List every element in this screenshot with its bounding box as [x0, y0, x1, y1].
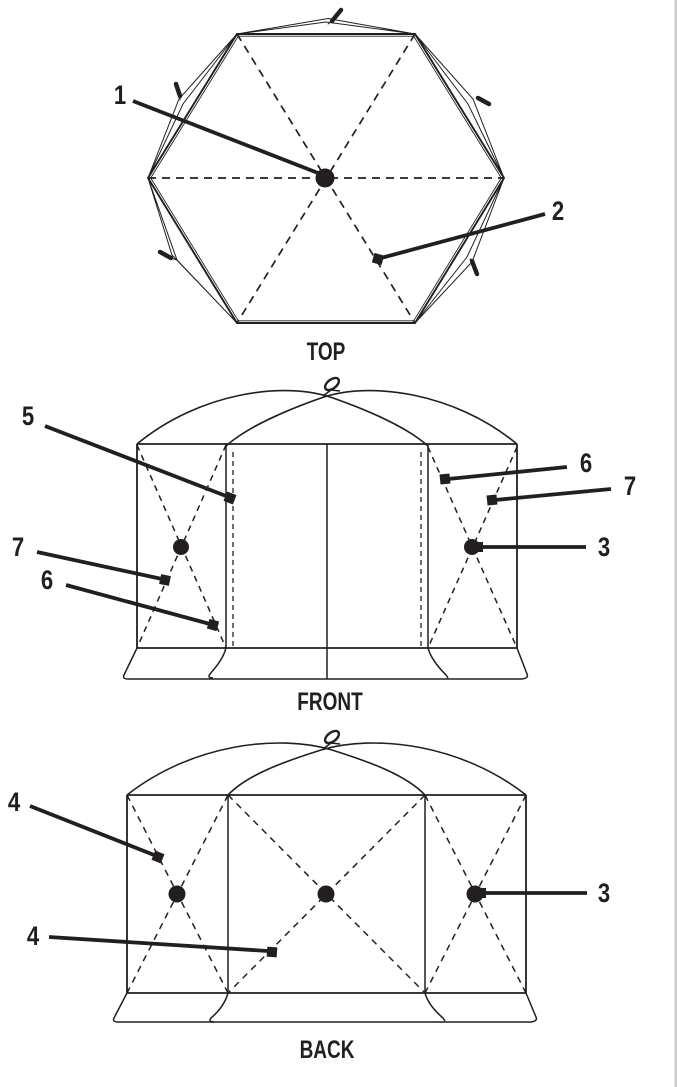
door-zipper-dashed-lines — [232, 452, 422, 648]
front-dome-arc-left — [136, 389, 429, 447]
back-dome-arc-right — [227, 742, 527, 796]
callout-6-right-arrow — [447, 465, 568, 481]
front-skirt — [122, 647, 529, 680]
callout-7-left-label: 7 — [12, 533, 24, 563]
back-skirt-seam-left — [209, 992, 229, 1023]
top-view: 1 2 TOP — [114, 7, 564, 366]
stake-icon-top — [329, 7, 344, 24]
front-left-hub-dot — [173, 539, 189, 555]
front-skirt-seam-right — [427, 647, 449, 679]
page-right-edge — [674, 0, 677, 1087]
callout-6-left-arrowhead-square — [206, 618, 220, 632]
callout-4-upper-label: 4 — [8, 788, 21, 818]
callout-6-right-label: 6 — [580, 449, 592, 479]
callout-7-left-arrowhead-square — [159, 574, 171, 586]
top-view-title: TOP — [307, 337, 346, 365]
front-skirt-seam-left — [208, 647, 227, 679]
callout-2-arrow — [380, 212, 546, 260]
callout-2-label: 2 — [552, 197, 564, 227]
top-edge-peak-line — [236, 17, 416, 35]
callout-6-left-arrow — [65, 583, 211, 626]
guy-line-upper-right — [414, 33, 505, 179]
callout-4-lower-arrowhead-square — [266, 946, 278, 958]
callout-6-left-label: 6 — [41, 566, 53, 596]
back-panel-dividers — [227, 795, 426, 993]
back-left-hub-dot — [168, 885, 186, 903]
back-skirt-seam-right — [424, 992, 446, 1022]
callout-6-right-arrowhead-square — [439, 473, 451, 485]
stake-icon-lower-right — [469, 258, 480, 277]
callout-7-left-arrow — [36, 550, 163, 581]
callout-3-front-label: 3 — [598, 533, 610, 563]
stake-icon-upper-left — [173, 81, 183, 99]
back-skirt — [112, 992, 538, 1023]
callout-2-arrowhead-square — [371, 252, 385, 266]
front-view-title: FRONT — [297, 687, 363, 715]
back-body-frame — [126, 794, 527, 994]
back-view: 4 4 3 BACK — [8, 729, 610, 1064]
callout-7-right-arrowhead-square — [486, 494, 498, 506]
callout-5-arrow — [44, 424, 227, 498]
front-apex-loop-icon — [322, 376, 341, 397]
callout-3-back-label: 3 — [598, 879, 610, 909]
back-center-hub-dot — [317, 885, 335, 903]
back-dome-arc-left — [126, 742, 426, 796]
callout-4-lower-arrow — [48, 935, 269, 953]
callout-4-upper-arrow — [29, 804, 155, 857]
back-view-title: BACK — [300, 1035, 355, 1063]
callout-7-right-label: 7 — [624, 472, 636, 502]
back-apex-loop-icon — [322, 729, 341, 750]
callout-4-lower-label: 4 — [27, 922, 40, 952]
callout-5-arrowhead-square — [223, 491, 237, 505]
front-skirt-outline — [122, 647, 529, 680]
front-view: 5 6 7 3 7 6 FRONT — [12, 376, 636, 716]
stake-icon-lower-left — [157, 249, 174, 261]
center-hub-dot — [315, 168, 335, 188]
callout-3-front-arrowhead-square — [473, 542, 483, 552]
front-dome-arc-right — [225, 389, 518, 447]
front-panel-dividers — [225, 444, 429, 679]
callout-1-arrow — [132, 99, 319, 175]
stake-tails — [170, 20, 473, 262]
stake-icon-upper-right — [475, 95, 492, 107]
callout-3-back-arrowhead-square — [476, 888, 486, 898]
callout-1-label: 1 — [114, 81, 127, 111]
guy-line-upper-left — [147, 33, 238, 179]
back-skirt-outline — [112, 992, 538, 1023]
stake-icons — [157, 7, 492, 277]
callout-4-upper-arrowhead-square — [151, 850, 165, 864]
callout-7-right-arrow — [494, 487, 612, 502]
callout-5-label: 5 — [22, 402, 35, 432]
